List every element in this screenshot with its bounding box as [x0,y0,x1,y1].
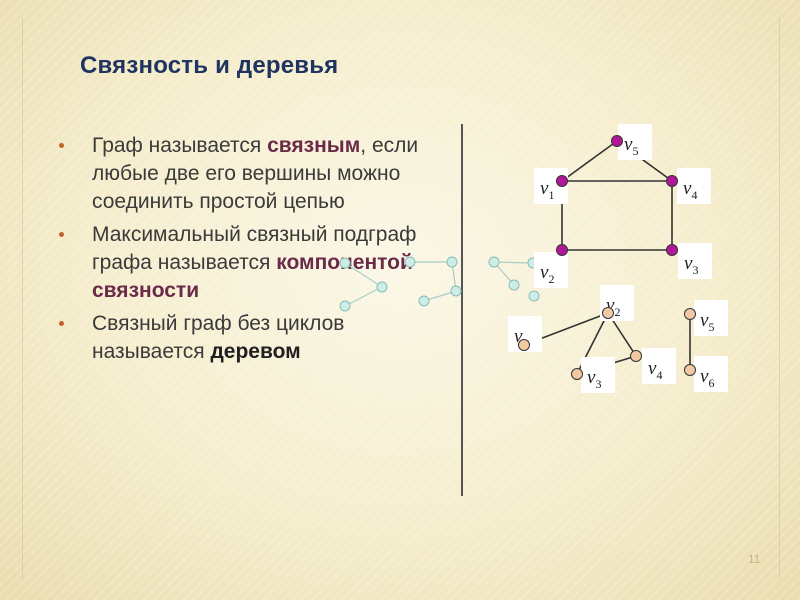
components-label-box-v5 [694,300,728,336]
components-label-box-v6 [694,356,728,392]
decor-vertex [418,295,430,307]
components-label-sub-v6: 6 [708,376,714,390]
connected-label-box-v3 [678,243,712,279]
decor-vertex [446,256,458,268]
bullet-item-component: Максимальный связный подграф графа назыв… [52,221,422,305]
bullet-dot-icon [59,232,64,237]
components-label-sub-v5: 5 [708,320,714,334]
decor-vertex [508,279,520,291]
components-label-box-v3 [581,357,615,393]
components-vertex-v1 [518,339,530,351]
decor-vertex [528,290,540,302]
vertical-divider [461,124,463,496]
slide-title: Связность и деревья [80,52,339,79]
components-vertex-v2 [602,307,614,319]
bullet-dot-icon [59,321,64,326]
components-label-sub-v4: 4 [656,368,662,382]
connected-edge-v1-v5 [561,140,618,182]
keyword-connected: связным [267,134,361,157]
connected-label-sub-v4: 4 [691,188,697,202]
components-vertex-v5 [684,308,696,320]
connected-vertex-v2 [556,244,568,256]
connected-label-sub-v3: 3 [692,263,698,277]
bullet-text: Связный граф без циклов называется [92,312,345,363]
decorative-graph [339,256,540,312]
connected-vertex-v3 [666,244,678,256]
decor-vertex [339,300,351,312]
bullet-item-tree: Связный граф без циклов называется дерев… [52,310,422,366]
connected-label-sub-v1: 1 [548,188,554,202]
decor-vertex [339,257,351,269]
page-number: 11 [748,552,761,566]
components-label-box-v4 [642,348,676,384]
bullet-dot-icon [59,143,64,148]
connected-label-sub-v5: 5 [632,144,638,158]
connected-label-box-v4 [677,168,711,204]
slide-frame [22,18,780,580]
connected-vertex-v1 [556,175,568,187]
decor-vertex [376,281,388,293]
connected-label-sub-v2: 2 [548,272,554,286]
connected-label-box-v2 [534,252,568,288]
connected-vertex-v5 [611,135,623,147]
components-label-sub-v2: 2 [614,305,620,319]
components-graph: v1v2v3v4v5v6 [508,285,728,393]
bullet-text: Граф называется [92,134,268,157]
bullet-text: , если любые две его вершины можно соеди… [92,134,419,213]
bullet-item-connected: Граф называется связным, если любые две … [52,132,422,216]
components-label-sub-v3: 3 [595,377,601,391]
connected-vertex-v4 [666,175,678,187]
decor-vertex [450,285,462,297]
components-vertex-v4 [630,350,642,362]
decor-vertex [488,256,500,268]
decor-vertex [404,256,416,268]
decor-edge [423,290,457,302]
bullet-list: Граф называется связным, если любые две … [52,132,422,371]
components-vertex-v6 [684,364,696,376]
decor-edge [493,261,534,264]
decor-edge [344,286,383,307]
components-vertex-v3 [571,368,583,380]
decor-edge [344,262,383,288]
bullet-text: Максимальный связный подграф графа назыв… [92,223,417,274]
connected-label-box-v5 [618,124,652,160]
keyword-tree: деревом [210,340,301,363]
